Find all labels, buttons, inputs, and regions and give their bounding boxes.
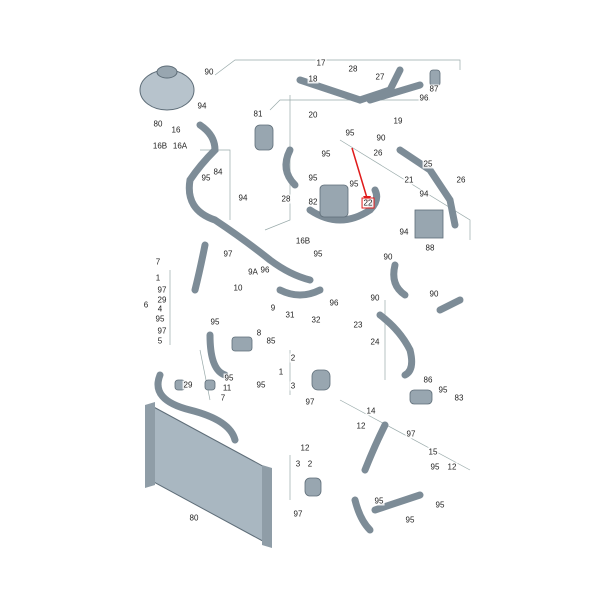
part-number-label: 95: [307, 173, 319, 183]
part-number-label: 80: [152, 119, 164, 129]
part-number-label: 95: [434, 500, 446, 510]
part-number-label: 1: [277, 367, 285, 377]
part-number-label: 6: [142, 300, 150, 310]
part-number-label: 90: [203, 67, 215, 77]
hoses: [154, 66, 464, 534]
part-number-label: 83: [453, 393, 465, 403]
part-number-label: 7: [154, 257, 162, 267]
part-number-label: 2: [306, 459, 314, 469]
part-number-label: 10: [232, 283, 244, 293]
part-number-label: 3: [289, 381, 297, 391]
part-number-label: 95: [404, 515, 416, 525]
part-number-label: 95: [320, 149, 332, 159]
part-number-label: 97: [222, 249, 234, 259]
part-number-label: 1: [154, 273, 162, 283]
part-number-label: 90: [375, 133, 387, 143]
part-number-label: 9A: [247, 267, 259, 277]
part-number-label: 95: [348, 179, 360, 189]
part-number-label: 95: [437, 385, 449, 395]
part-number-label: 94: [237, 193, 249, 203]
part-number-label: 12: [446, 462, 458, 472]
radiator: [145, 402, 272, 548]
part-number-label: 97: [304, 397, 316, 407]
part-number-label: 95: [312, 249, 324, 259]
part-number-label: 4: [156, 304, 164, 314]
part-number-label: 28: [347, 64, 359, 74]
highlight-arrow: [351, 147, 368, 199]
part-number-label: 97: [156, 326, 168, 336]
part-number-label: 16: [170, 125, 182, 135]
part-number-label: 87: [428, 84, 440, 94]
part-number-label: 81: [252, 109, 264, 119]
part-number-label: 27: [374, 72, 386, 82]
part-number-label: 90: [382, 252, 394, 262]
part-number-label: 2: [289, 353, 297, 363]
part-number-label: 23: [352, 320, 364, 330]
part-number-label: 94: [398, 227, 410, 237]
part-number-label: 86: [422, 375, 434, 385]
part-number-label: 95: [209, 317, 221, 327]
part-number-label: 95: [373, 496, 385, 506]
part-number-label: 16B: [294, 236, 312, 246]
grouping-lines: [169, 59, 471, 500]
part-number-label: 12: [299, 443, 311, 453]
part-number-label: 97: [292, 509, 304, 519]
part-number-label: 11: [221, 383, 233, 393]
highlighted-part-label: 22: [361, 197, 375, 209]
part-number-label: 16B: [151, 141, 169, 151]
part-number-label: 20: [307, 110, 319, 120]
part-number-label: 18: [307, 74, 319, 84]
part-number-label: 29: [156, 295, 168, 305]
part-number-label: 17: [315, 58, 327, 68]
part-number-label: 26: [372, 148, 384, 158]
part-number-label: 95: [223, 373, 235, 383]
part-number-label: 94: [418, 189, 430, 199]
part-number-label: 5: [156, 336, 164, 346]
part-number-label: 94: [196, 101, 208, 111]
part-number-label: 95: [154, 314, 166, 324]
part-number-label: 82: [307, 197, 319, 207]
part-number-label: 7: [219, 393, 227, 403]
part-number-label: 96: [328, 298, 340, 308]
part-number-label: 14: [365, 406, 377, 416]
part-number-label: 95: [255, 380, 267, 390]
part-number-label: 9: [269, 303, 277, 313]
part-number-label: 84: [212, 167, 224, 177]
part-number-label: 90: [369, 293, 381, 303]
part-number-label: 28: [280, 194, 292, 204]
part-number-label: 12: [355, 421, 367, 431]
part-number-label: 25: [422, 159, 434, 169]
part-number-label: 88: [424, 243, 436, 253]
part-number-label: 96: [418, 93, 430, 103]
part-number-label: 19: [392, 116, 404, 126]
part-number-label: 90: [428, 289, 440, 299]
part-number-label: 15: [427, 447, 439, 457]
part-number-label: 16A: [171, 141, 189, 151]
part-number-label: 31: [284, 310, 296, 320]
part-number-label: 80: [188, 513, 200, 523]
part-number-label: 26: [455, 175, 467, 185]
part-number-label: 24: [369, 337, 381, 347]
part-number-label: 96: [259, 265, 271, 275]
part-number-label: 85: [265, 336, 277, 346]
part-number-label: 29: [182, 380, 194, 390]
part-number-label: 21: [403, 175, 415, 185]
part-number-label: 32: [310, 315, 322, 325]
part-number-label: 97: [405, 429, 417, 439]
part-number-label: 3: [294, 459, 302, 469]
expansion-tank: [139, 65, 195, 111]
part-number-label: 95: [344, 128, 356, 138]
part-number-label: 97: [156, 285, 168, 295]
part-number-label: 95: [200, 173, 212, 183]
part-number-label: 8: [255, 328, 263, 338]
part-number-label: 95: [429, 462, 441, 472]
components: [174, 69, 444, 497]
